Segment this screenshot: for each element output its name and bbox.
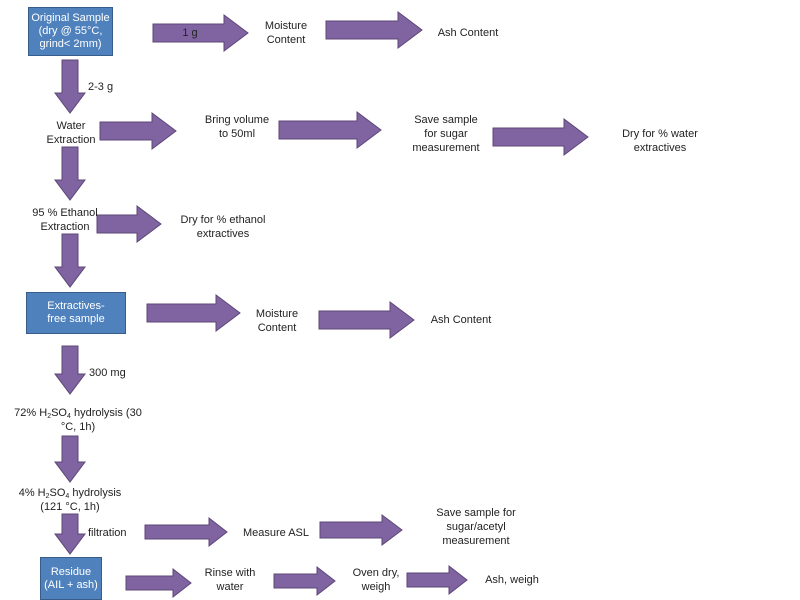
dry-water-extractives: Dry for % water extractives — [605, 127, 715, 155]
hydrolysis-4-line2: (121 °C, 1h) — [40, 501, 100, 513]
rinse-line1: Rinse with — [204, 567, 256, 579]
label-2-3g: 2-3 g — [88, 81, 114, 93]
save-sugar-acetyl-line2: sugar/acetyl — [446, 521, 506, 533]
oven-dry-line2: weigh — [361, 581, 391, 593]
extractives-free-line2: free sample — [47, 313, 105, 325]
arrow-asl-to-save — [319, 514, 403, 546]
arrow-moisture2-to-ash2 — [318, 301, 415, 339]
ethanol-extraction-line2: Extraction — [40, 221, 90, 233]
filtration: filtration — [88, 527, 127, 539]
moisture-content-2-line1: Moisture — [255, 308, 299, 320]
save-sugar-line1: Save sample — [414, 114, 478, 126]
arrow-sample-to-moisture — [152, 14, 249, 52]
arrow-free-down-hydrolysis — [54, 345, 86, 395]
residue-line1: Residue — [50, 565, 92, 578]
arrow-water-to-volume — [99, 112, 177, 150]
arrow-moisture-to-ash — [325, 11, 423, 49]
arrow-water-down-ethanol — [54, 146, 86, 201]
dry-ethanol-line2: extractives — [196, 228, 250, 240]
label-1g: 1 g — [182, 27, 198, 39]
water-extraction-line1: Water — [56, 120, 86, 132]
arrow-hydrolysis4-down-residue — [54, 513, 86, 555]
extractives-free-line1: Extractives- — [47, 300, 105, 312]
ethanol-extraction-line1: 95 % Ethanol — [32, 207, 98, 219]
ethanol-extraction: 95 % Ethanol Extraction — [20, 206, 110, 234]
ash-content-2: Ash Content — [430, 314, 492, 326]
arrow-save-to-dry — [492, 118, 589, 156]
moisture-content-2: Moisture Content — [237, 307, 317, 335]
hydrolysis-4: 4% H2SO4 hydrolysis (121 °C, 1h) — [10, 486, 130, 514]
bring-volume: Bring volume to 50ml — [192, 113, 282, 141]
bring-volume-line2: to 50ml — [218, 128, 256, 140]
ash-content-1: Ash Content — [437, 27, 499, 39]
original-sample-line1: Original Sample — [31, 12, 110, 24]
hydrolysis-72-line2: °C, 1h) — [60, 421, 96, 433]
moisture-content-1: Moisture Content — [246, 19, 326, 47]
residue-box: Residue (AIL + ash) — [40, 557, 102, 600]
residue-line2: (AIL + ash) — [44, 578, 98, 591]
arrow-hydrolysis72-down-4 — [54, 435, 86, 483]
hydrolysis-72-line1: 72% H2SO4 hydrolysis (30 — [14, 407, 142, 420]
save-sample-sugar-acetyl: Save sample for sugar/acetyl measurement — [420, 506, 532, 548]
save-sugar-acetyl-line1: Save sample for — [436, 507, 516, 519]
arrow-free-to-moisture — [146, 294, 241, 332]
arrow-residue-to-rinse — [125, 567, 192, 599]
dry-water-line1: Dry for % water — [622, 128, 698, 140]
extractives-free-sample-box: Extractives- free sample — [26, 292, 126, 334]
save-sugar-line2: for sugar — [424, 128, 468, 140]
save-sample-sugar: Save sample for sugar measurement — [396, 113, 496, 155]
oven-dry-weigh: Oven dry, weigh — [338, 566, 414, 594]
arrow-sample-down-water — [54, 59, 86, 114]
dry-water-line2: extractives — [633, 142, 687, 154]
ash-weigh: Ash, weigh — [485, 574, 539, 586]
original-sample-box: Original Sample (dry @ 55°C, grind< 2mm) — [28, 7, 113, 56]
arrow-ethanol-down-free — [54, 233, 86, 288]
rinse-with-water: Rinse with water — [190, 566, 270, 594]
water-extraction: Water Extraction — [35, 119, 107, 147]
moisture-content-1-line1: Moisture — [264, 20, 308, 32]
moisture-content-2-line2: Content — [257, 322, 297, 334]
rinse-line2: water — [216, 581, 244, 593]
label-300mg: 300 mg — [89, 367, 126, 379]
arrow-oven-to-ash — [406, 564, 468, 596]
hydrolysis-4-line1: 4% H2SO4 hydrolysis — [18, 487, 122, 500]
original-sample-line3: grind< 2mm) — [39, 38, 102, 50]
arrow-volume-to-save — [278, 111, 382, 149]
moisture-content-1-line2: Content — [266, 34, 306, 46]
hydrolysis-72: 72% H2SO4 hydrolysis (30 °C, 1h) — [8, 406, 148, 434]
save-sugar-line3: measurement — [412, 142, 480, 154]
save-sugar-acetyl-line3: measurement — [442, 535, 510, 547]
original-sample-line2: (dry @ 55°C, — [38, 25, 103, 37]
water-extraction-line2: Extraction — [46, 134, 96, 146]
measure-asl: Measure ASL — [242, 527, 310, 539]
dry-ethanol-line1: Dry for % ethanol — [180, 214, 266, 226]
oven-dry-line1: Oven dry, — [352, 567, 400, 579]
bring-volume-line1: Bring volume — [204, 114, 270, 126]
dry-ethanol-extractives: Dry for % ethanol extractives — [167, 213, 279, 241]
arrow-rinse-to-oven — [273, 565, 336, 597]
arrow-filtration-to-asl — [144, 516, 228, 548]
arrow-ethanol-to-dry — [96, 205, 162, 243]
